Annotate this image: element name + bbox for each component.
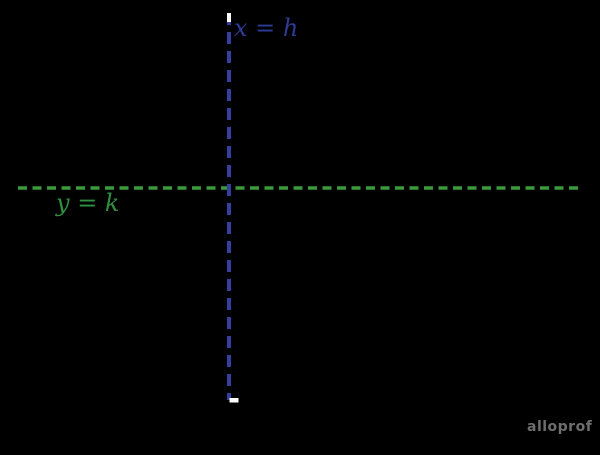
- alloprof-watermark: alloprof: [527, 419, 593, 435]
- vertical-line-bottom-cap: [229, 398, 239, 403]
- horizontal-line-label: y = k: [56, 189, 120, 217]
- vertical-line-label: x = h: [234, 14, 299, 42]
